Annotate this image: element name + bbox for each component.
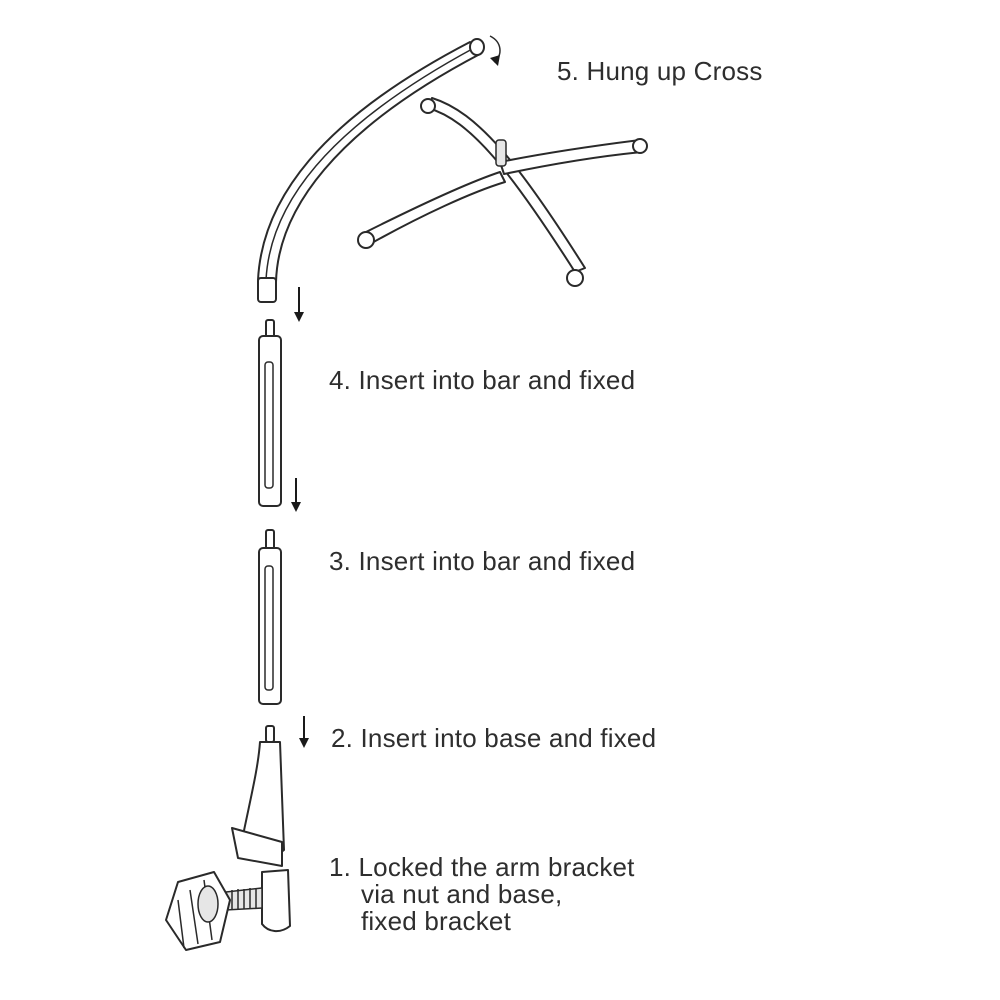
step-1-label: 1. Locked the arm bracket via nut and ba… [329, 854, 635, 935]
step-5-label: 5. Hung up Cross [557, 56, 763, 86]
step-1-line-3: fixed bracket [361, 906, 512, 936]
hanging-cross [357, 97, 648, 287]
upper-bar [258, 319, 282, 507]
step-3-label: 3. Insert into bar and fixed [329, 546, 636, 576]
step-4-label: 4. Insert into bar and fixed [329, 365, 636, 395]
base-clamp [225, 725, 291, 932]
arrow-down-icon [299, 716, 309, 748]
arrow-down-icon [294, 287, 304, 322]
step-1-line-1: 1. Locked the arm bracket [329, 852, 635, 882]
hook-rotate-icon [489, 35, 501, 66]
step-1-line-2: via nut and base, [361, 879, 563, 909]
step-2-label: 2. Insert into base and fixed [331, 723, 657, 753]
middle-bar [258, 529, 282, 705]
curved-arm [257, 38, 485, 303]
arrow-down-icon [291, 478, 301, 512]
locking-nut [165, 871, 231, 951]
